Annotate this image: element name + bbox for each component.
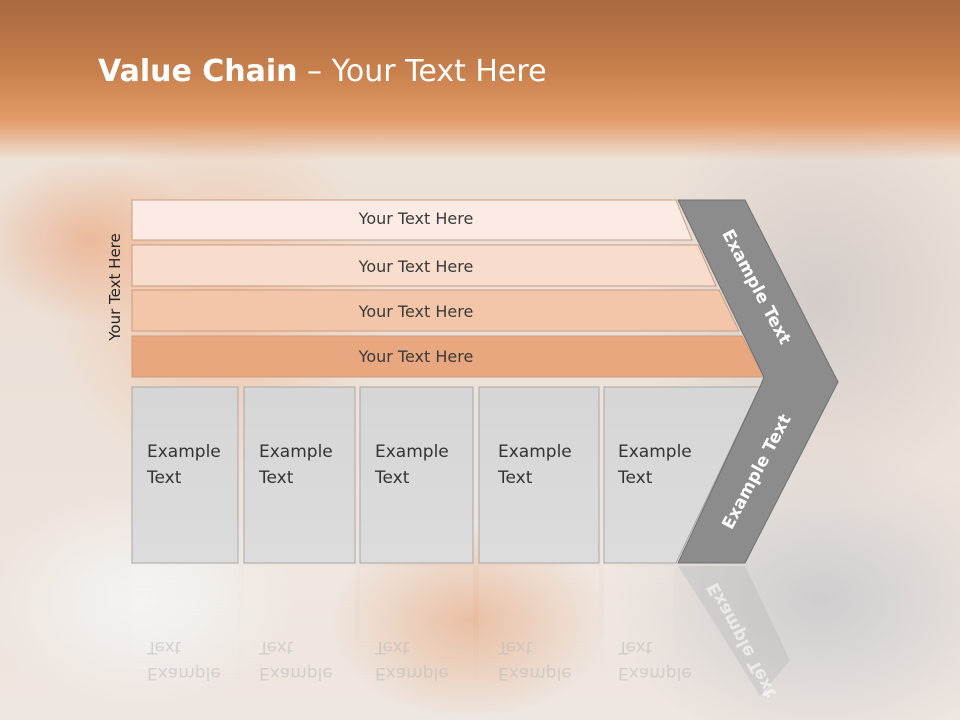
box-2-reflection xyxy=(244,566,355,696)
box-2-label: Example Text xyxy=(259,439,333,491)
bar-1-label: Your Text Here xyxy=(358,209,474,228)
box-3 xyxy=(359,386,474,564)
box-4-line1: Example xyxy=(498,442,572,462)
bar-2 xyxy=(131,244,717,287)
box-2-line1: Example xyxy=(259,442,333,462)
bar-3 xyxy=(131,289,740,332)
box-5-line2-reflection: Text xyxy=(618,637,653,657)
title-band xyxy=(0,0,960,160)
box-5 xyxy=(603,386,761,564)
box-3-line1: Example xyxy=(375,442,449,462)
box-5-line2: Text xyxy=(618,468,653,488)
box-4-label: Example Text xyxy=(498,439,572,491)
box-1-label-reflection: Example Text xyxy=(147,634,221,686)
reflection-group xyxy=(132,566,790,696)
box-4-label-reflection: Example Text xyxy=(498,634,572,686)
box-5-reflection xyxy=(604,566,674,696)
title-rest: – Your Text Here xyxy=(297,54,547,89)
box-5-label: Example Text xyxy=(618,439,692,491)
box-3-label: Example Text xyxy=(375,439,449,491)
box-3-line2-reflection: Text xyxy=(375,637,410,657)
box-3-line2: Text xyxy=(375,468,410,488)
bar-2-label: Your Text Here xyxy=(358,257,474,276)
box-5-label-reflection: Example Text xyxy=(618,634,692,686)
box-4-line2: Text xyxy=(498,468,533,488)
bar-3-label: Your Text Here xyxy=(358,302,474,321)
bar-1 xyxy=(131,199,693,241)
box-1-reflection xyxy=(132,566,238,696)
box-2-line2-reflection: Text xyxy=(259,637,294,657)
box-2-label-reflection: Example Text xyxy=(259,634,333,686)
box-1-line2-reflection: Text xyxy=(147,637,182,657)
box-3-label-reflection: Example Text xyxy=(375,634,449,686)
box-1 xyxy=(131,386,239,564)
box-4 xyxy=(478,386,600,564)
box-3-line1-reflection: Example xyxy=(375,663,449,683)
box-4-line2-reflection: Text xyxy=(498,637,533,657)
chevron-reflection xyxy=(678,566,790,696)
box-4-line1-reflection: Example xyxy=(498,663,572,683)
box-4-reflection xyxy=(479,566,599,696)
box-5-line1-reflection: Example xyxy=(618,663,692,683)
box-5-line1: Example xyxy=(618,442,692,462)
box-2-line2: Text xyxy=(259,468,294,488)
box-1-line2: Text xyxy=(147,468,182,488)
bar-4-label: Your Text Here xyxy=(358,347,474,366)
title-bold: Value Chain xyxy=(98,54,298,89)
box-1-label: Example Text xyxy=(147,439,221,491)
chevron-arrow xyxy=(677,199,839,564)
box-2 xyxy=(243,386,356,564)
box-2-line1-reflection: Example xyxy=(259,663,333,683)
box-3-reflection xyxy=(360,566,473,696)
slide-title: Value Chain – Your Text Here xyxy=(98,54,547,89)
box-1-line1: Example xyxy=(147,442,221,462)
box-1-line1-reflection: Example xyxy=(147,663,221,683)
